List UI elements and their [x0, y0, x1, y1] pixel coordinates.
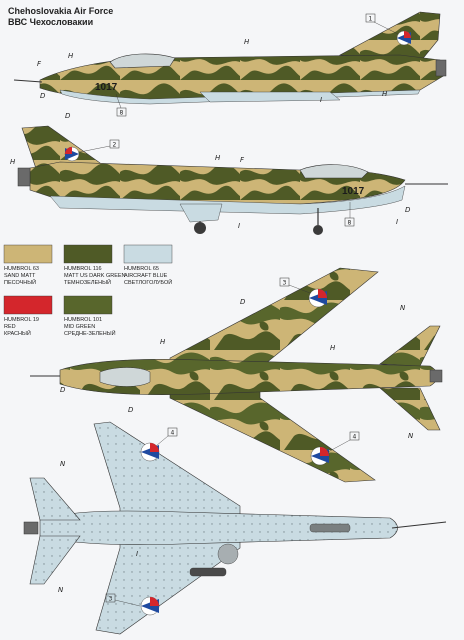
swatch-i — [123, 244, 173, 264]
color-legend: F HUMBROL 63 SAND MATT ПЕСОЧНЫЙ HUMBROL … — [3, 244, 173, 337]
svg-text:3: 3 — [283, 280, 287, 287]
code-n-1: N — [400, 304, 406, 312]
side-view-right: 1017 2 8 H H F I I D — [10, 125, 448, 235]
legend-item-n: HUMBROL 19 RED КРАСНЫЙ — [3, 295, 53, 337]
callout-8b: 8 — [344, 202, 355, 227]
svg-text:AIRCRAFT BLUE: AIRCRAFT BLUE — [124, 273, 168, 279]
fin — [338, 11, 441, 63]
code-i-4: I — [136, 550, 138, 558]
code-h-1: H — [68, 52, 74, 60]
callout-3a: 3 — [279, 277, 311, 294]
svg-text:2: 2 — [113, 142, 117, 149]
svg-text:СРЕДНЕ-ЗЕЛЕНЫЙ: СРЕДНЕ-ЗЕЛЕНЫЙ — [64, 329, 116, 337]
code-n-2: N — [408, 432, 414, 440]
code-h-3: H — [382, 90, 388, 98]
code-h-6: H — [160, 338, 166, 346]
svg-text:MATT US DARK GREEN: MATT US DARK GREEN — [64, 273, 126, 279]
title-english: Chehoslovakia Air Force — [8, 6, 114, 16]
code-h-2: H — [244, 38, 250, 46]
legend-item-i: HUMBROL 65 AIRCRAFT BLUE СВЕТЛОГОЛУБОЙ — [123, 244, 173, 286]
svg-text:СВЕТЛОГОЛУБОЙ: СВЕТЛОГОЛУБОЙ — [124, 278, 172, 286]
legend-item-d: HUMBROL 101 MID GREEN СРЕДНЕ-ЗЕЛЕНЫЙ — [63, 295, 116, 337]
svg-text:RED: RED — [4, 324, 16, 330]
code-d-5: D — [60, 386, 66, 394]
svg-text:4: 4 — [353, 434, 357, 441]
callout-8a: 8 — [115, 93, 127, 117]
callout-2: 2 — [79, 139, 120, 153]
code-i-1: I — [320, 96, 322, 104]
code-i-3: I — [396, 218, 398, 226]
canopy — [109, 53, 176, 69]
svg-text:4: 4 — [171, 430, 175, 437]
side-view-left: 1017 1 8 F H H D D I H — [13, 11, 447, 120]
swatch-h — [63, 244, 113, 264]
svg-text:3: 3 — [109, 596, 113, 603]
callout-3b: 3 — [105, 593, 141, 607]
code-f-2: F — [240, 156, 245, 164]
svg-text:1: 1 — [369, 16, 373, 23]
code-f-1: F — [37, 60, 42, 68]
code-d-4: D — [240, 298, 246, 306]
tail-number-side2: 1017 — [342, 186, 365, 197]
code-n-4: N — [58, 586, 64, 594]
code-d-3: D — [405, 206, 411, 214]
svg-text:ПЕСОЧНЫЙ: ПЕСОЧНЫЙ — [4, 278, 36, 286]
svg-text:КРАСНЫЙ: КРАСНЫЙ — [4, 329, 31, 337]
swatch-d — [63, 295, 113, 315]
svg-text:HUMBROL 116: HUMBROL 116 — [64, 266, 102, 272]
svg-text:8: 8 — [348, 220, 352, 227]
svg-text:HUMBROL 65: HUMBROL 65 — [124, 266, 159, 272]
title-russian: ВВС Чехословакии — [8, 17, 94, 27]
code-i-2: I — [238, 222, 240, 230]
code-h-5: H — [215, 154, 221, 162]
svg-text:ТЕМНОЗЕЛЕНЫЙ: ТЕМНОЗЕЛЕНЫЙ — [64, 278, 111, 286]
exhaust — [435, 59, 447, 77]
callout-4b: 4 — [155, 427, 178, 447]
code-d-1: D — [40, 92, 46, 100]
code-d-6: D — [128, 406, 134, 414]
svg-text:MID GREEN: MID GREEN — [64, 324, 95, 330]
svg-text:HUMBROL 63: HUMBROL 63 — [4, 266, 39, 272]
code-h-4: H — [10, 158, 16, 166]
code-n-3: N — [60, 460, 66, 468]
callout-4a: 4 — [327, 431, 360, 453]
canopy-2 — [299, 164, 369, 179]
svg-text:SAND MATT: SAND MATT — [4, 273, 36, 279]
bottom-fuselage — [39, 510, 398, 546]
svg-text:HUMBROL 101: HUMBROL 101 — [64, 317, 102, 323]
legend-item-h: HUMBROL 116 MATT US DARK GREEN ТЕМНОЗЕЛЕ… — [63, 244, 126, 286]
swatch-n — [3, 295, 53, 315]
pitot — [13, 79, 43, 83]
tail-number-side1: 1017 — [95, 82, 118, 93]
swatch-f — [3, 244, 53, 264]
legend-item-f: F HUMBROL 63 SAND MATT ПЕСОЧНЫЙ — [3, 244, 53, 286]
callout-1: 1 — [365, 13, 399, 35]
svg-text:HUMBROL 19: HUMBROL 19 — [4, 317, 39, 323]
bottom-view: 4 3 N N I — [23, 421, 447, 635]
code-d-2: D — [65, 112, 71, 120]
top-view: 3 4 D N H H D D N — [30, 267, 443, 483]
svg-text:8: 8 — [120, 110, 124, 117]
code-h-7: H — [330, 344, 336, 352]
